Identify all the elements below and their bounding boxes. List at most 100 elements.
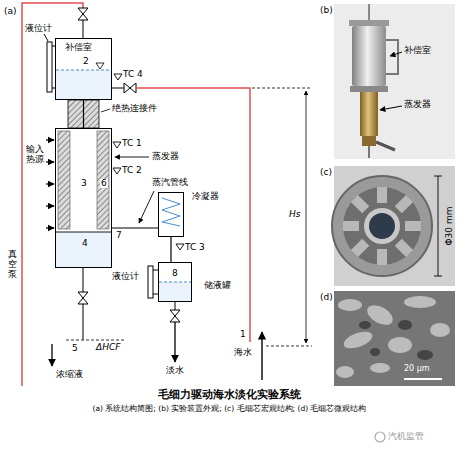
part-label: 真空泵 bbox=[8, 250, 17, 280]
brine-outlet bbox=[51, 344, 52, 366]
sem-image bbox=[336, 296, 450, 378]
brine-outlet bbox=[83, 304, 84, 340]
node-label: 3 bbox=[80, 179, 88, 188]
condenser-coil bbox=[162, 198, 180, 226]
wick-photo bbox=[434, 176, 442, 276]
wick-photo bbox=[332, 166, 455, 286]
part-label: 海水 bbox=[234, 348, 252, 357]
pipe-connector bbox=[83, 100, 84, 128]
heat-input-arrow bbox=[46, 139, 54, 140]
wick-photo bbox=[377, 249, 387, 265]
part-label: 液位计 bbox=[25, 24, 52, 33]
wick-photo bbox=[377, 187, 387, 203]
tank-water bbox=[159, 282, 191, 301]
part-label: 浓缩液 bbox=[56, 370, 83, 379]
part-label: 蒸发器 bbox=[404, 100, 431, 109]
water-level bbox=[56, 63, 111, 99]
part-label: 淡水 bbox=[166, 366, 184, 375]
node-text: 2 bbox=[82, 57, 90, 66]
insulating-connector bbox=[101, 109, 110, 112]
fresh-water-outlet bbox=[175, 302, 176, 310]
insulating-connector bbox=[68, 100, 99, 128]
apparatus-photo bbox=[352, 26, 386, 86]
condenser-box: 冷凝器 bbox=[158, 192, 184, 237]
seawater-line bbox=[130, 83, 136, 93]
sem-image bbox=[370, 348, 380, 356]
tank-box: 8储液罐 bbox=[158, 262, 192, 302]
sensor-label: TC 2 bbox=[122, 166, 142, 175]
part-label: 输入热源 bbox=[26, 145, 45, 165]
level-gauge bbox=[44, 34, 48, 41]
sem-image bbox=[342, 328, 375, 351]
water-level bbox=[96, 63, 104, 69]
capillary-wick bbox=[55, 131, 112, 267]
level-gauge bbox=[148, 266, 158, 298]
heat-input-arrow bbox=[46, 140, 54, 228]
head-dimension bbox=[252, 88, 312, 89]
sem-image bbox=[359, 320, 433, 360]
fresh-water-outlet bbox=[170, 316, 180, 322]
evaporator-box: 3 6 4 bbox=[55, 128, 112, 268]
chamber-box: 补偿室 2 bbox=[55, 38, 112, 100]
watermark: 汽机监管 bbox=[388, 432, 424, 441]
wick-photo bbox=[343, 187, 421, 265]
scale-label: 20 μm bbox=[404, 365, 430, 373]
seawater-line bbox=[261, 332, 262, 380]
leader-line bbox=[115, 157, 154, 223]
seawater-line bbox=[124, 83, 130, 93]
fresh-water-outlet bbox=[170, 310, 180, 316]
wick-photo bbox=[369, 213, 395, 239]
wick-photo bbox=[351, 195, 369, 213]
node-text: 储液罐 bbox=[203, 281, 232, 290]
panel-letter: (a) bbox=[4, 7, 17, 16]
part-label: 液位计 bbox=[112, 272, 139, 281]
dimension-label: ΔHCF bbox=[96, 343, 120, 352]
wick-photo bbox=[351, 239, 369, 257]
node-label: 补偿室 bbox=[64, 43, 93, 52]
wick-photo bbox=[343, 221, 359, 231]
valve-symbol bbox=[78, 14, 88, 20]
wick-photo bbox=[395, 239, 413, 257]
steam-pipe bbox=[112, 227, 158, 228]
node-text: 4 bbox=[81, 239, 89, 248]
brine-outlet bbox=[78, 292, 88, 298]
sensor-label: TC 4 bbox=[123, 70, 143, 79]
brine-outlet bbox=[52, 268, 125, 366]
part-label: 补偿室 bbox=[404, 46, 431, 55]
sem-image bbox=[338, 299, 362, 311]
apparatus-photo bbox=[368, 146, 370, 158]
callout-number: 1 bbox=[240, 330, 246, 339]
capillary-wick bbox=[56, 232, 111, 267]
capillary-wick bbox=[58, 131, 70, 229]
sem-image bbox=[359, 321, 371, 329]
sem-image bbox=[334, 291, 455, 386]
sem-image bbox=[417, 350, 433, 360]
part-label: 绝热连接件 bbox=[112, 104, 157, 113]
node-text: 6 bbox=[100, 179, 108, 188]
panel-letter: (c) bbox=[320, 168, 332, 177]
head-dimension bbox=[306, 91, 307, 343]
sem-image bbox=[370, 363, 390, 373]
apparatus-photo bbox=[334, 4, 455, 159]
fresh-water-outlet bbox=[170, 302, 180, 362]
heat-input-arrow bbox=[46, 183, 54, 184]
leader-line bbox=[139, 191, 154, 223]
valve-symbol bbox=[78, 8, 88, 14]
wick-photo bbox=[434, 176, 442, 177]
part-label: 蒸汽管线 bbox=[152, 178, 188, 187]
apparatus-photo bbox=[360, 92, 378, 136]
sem-image bbox=[430, 323, 450, 337]
sem-image bbox=[388, 337, 412, 353]
fresh-water-outlet bbox=[174, 322, 175, 362]
thermocouple-symbol bbox=[113, 168, 121, 174]
head-dimension bbox=[252, 88, 312, 346]
apparatus-photo bbox=[362, 136, 376, 146]
apparatus-photo bbox=[350, 86, 388, 92]
watermark-icon bbox=[375, 432, 385, 442]
sensor-label: TC 3 bbox=[185, 243, 205, 252]
dimension-label: Hs bbox=[289, 210, 300, 219]
water-level bbox=[56, 70, 111, 99]
sensor-label: TC 1 bbox=[122, 139, 142, 148]
